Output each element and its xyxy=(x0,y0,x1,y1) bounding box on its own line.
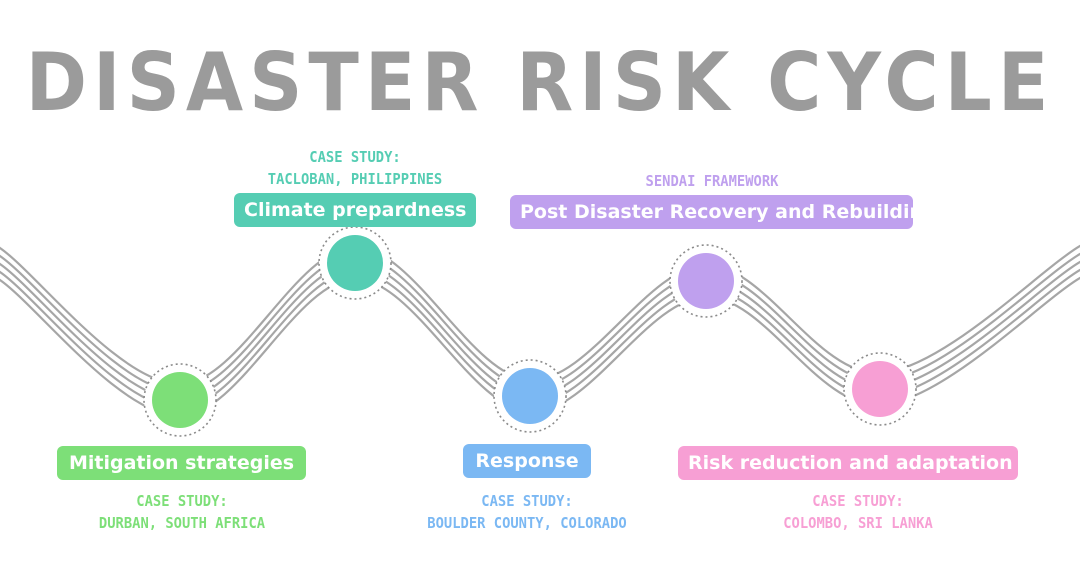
node-dot xyxy=(327,235,383,291)
caption-climate: CASE STUDY: TACLOBAN, PHILIPPINES xyxy=(263,146,447,190)
caption-line: CASE STUDY: xyxy=(309,148,401,166)
stage-label-response: Response xyxy=(463,444,591,478)
stage-nodes xyxy=(143,226,917,437)
stage-node-mitigation xyxy=(143,363,217,437)
stage-label-climate: Climate prepardness xyxy=(234,193,476,227)
caption-line: CASE STUDY: xyxy=(136,492,228,510)
caption-risk: CASE STUDY: COLOMBO, SRI LANKA xyxy=(766,490,950,534)
caption-line: COLOMBO, SRI LANKA xyxy=(783,514,933,532)
caption-line: SENDAI FRAMEWORK xyxy=(645,172,779,190)
caption-line: BOULDER COUNTY, COLORADO xyxy=(427,514,627,532)
caption-mitigation: CASE STUDY: DURBAN, SOUTH AFRICA xyxy=(81,490,283,534)
caption-response: CASE STUDY: BOULDER COUNTY, COLORADO xyxy=(412,490,642,534)
node-dot xyxy=(678,253,734,309)
wave-line xyxy=(0,244,1080,386)
caption-line: TACLOBAN, PHILIPPINES xyxy=(267,170,443,188)
caption-line: CASE STUDY: xyxy=(481,492,573,510)
node-dot xyxy=(152,372,208,428)
caption-line: DURBAN, SOUTH AFRICA xyxy=(98,514,266,532)
caption-recovery: SENDAI FRAMEWORK xyxy=(605,170,818,192)
stage-label-risk: Risk reduction and adaptation xyxy=(678,446,1018,480)
diagram-title: DISASTER RISK CYCLE xyxy=(25,36,1055,130)
caption-line: CASE STUDY: xyxy=(812,492,904,510)
stage-node-recovery xyxy=(669,244,743,318)
stage-node-risk xyxy=(843,352,917,426)
stage-node-climate xyxy=(318,226,392,300)
stage-node-response xyxy=(493,359,567,433)
node-dot xyxy=(852,361,908,417)
stage-label-mitigation: Mitigation strategies xyxy=(57,446,306,480)
stage-label-recovery: Post Disaster Recovery and Rebuilding xyxy=(510,195,937,229)
node-dot xyxy=(502,368,558,424)
